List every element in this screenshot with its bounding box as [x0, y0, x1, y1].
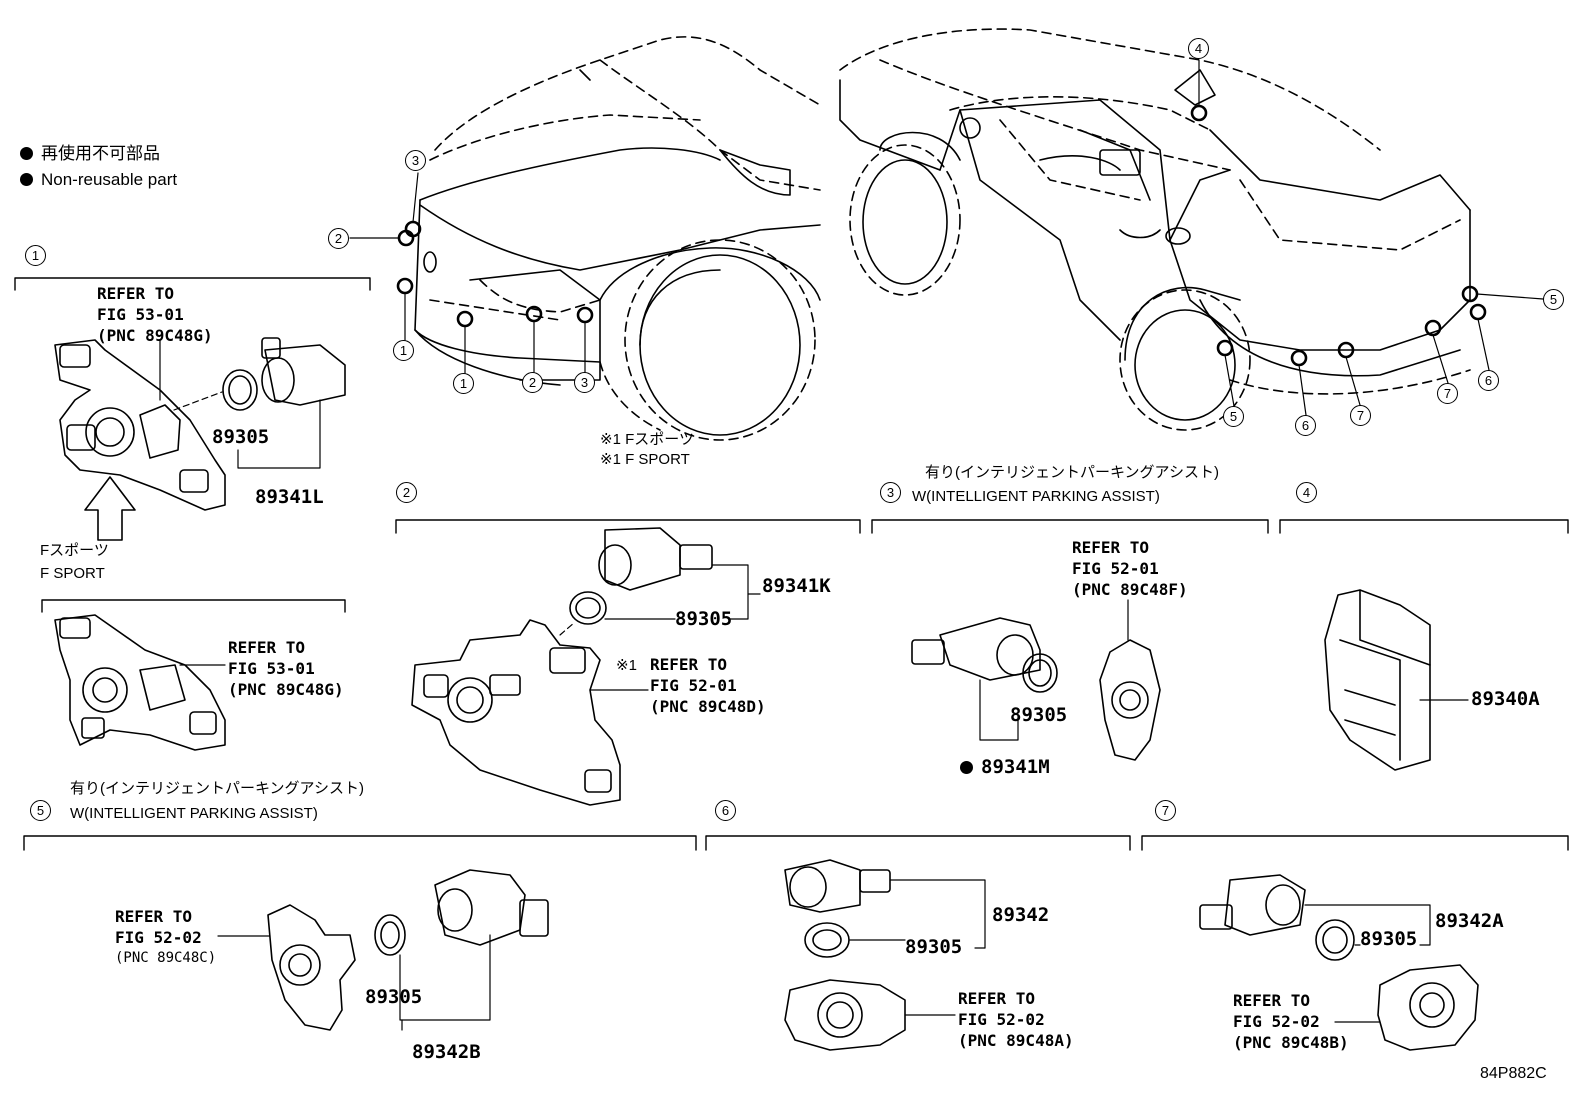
section-2-refer: REFER TO FIG 52-01 (PNC 89C48D) [650, 655, 766, 716]
legend-reuse-en: Non-reusable part [20, 171, 177, 188]
rear-callout-4: 4 [1188, 38, 1209, 59]
non-reusable-dot-icon [960, 761, 973, 774]
section3-leaders [979, 599, 1129, 741]
part-number-89342B: 89342B [412, 1041, 481, 1063]
section-3-title-en: W(INTELLIGENT PARKING ASSIST) [912, 488, 1160, 505]
legend-reuse-jp: 再使用不可部品 [20, 145, 160, 162]
section-1-refer: REFER TO FIG 53-01 (PNC 89C48G) [97, 284, 213, 345]
section6-bezel-part [784, 979, 906, 1051]
front-callout-leaders [349, 172, 586, 374]
section1-bracket-part [54, 339, 226, 511]
section-4-number: 4 [1296, 482, 1317, 503]
front-callout-1: 1 [453, 373, 474, 394]
diagram-code: 84P882C [1480, 1065, 1547, 1082]
fsport-label-jp: Fスポーツ [40, 542, 109, 559]
section7-sensor-part [1199, 874, 1355, 961]
section5-leaders [217, 934, 491, 1031]
rear-sensor-markers [1190, 104, 1487, 367]
section-brackets [14, 277, 1569, 851]
rear-callout-7: 7 [1350, 405, 1371, 426]
part-number-89341M: 89341M [960, 758, 1050, 777]
section-2-ref-prefix: ※1 [616, 657, 637, 674]
non-reusable-dot-icon [20, 147, 33, 160]
section2-sensor-part [569, 527, 713, 625]
front-callout-2: 2 [328, 228, 349, 249]
rear-callout-5: 5 [1543, 289, 1564, 310]
section-1-fsport-refer: REFER TO FIG 53-01 (PNC 89C48G) [228, 638, 344, 699]
section-5-number: 5 [30, 800, 51, 821]
part-number-89340A: 89340A [1471, 688, 1540, 710]
rear-callout-7: 7 [1437, 383, 1458, 404]
section-6-number: 6 [715, 800, 736, 821]
section-5-title-en: W(INTELLIGENT PARKING ASSIST) [70, 805, 318, 822]
part-number-89305: 89305 [675, 608, 733, 630]
section5-sensor-part [374, 869, 549, 956]
section7-bezel-part [1377, 964, 1479, 1051]
section-1-number: 1 [25, 245, 46, 266]
front-callout-3: 3 [405, 150, 426, 171]
section-7-refer: REFER TO FIG 52-02 (PNC 89C48B) [1233, 991, 1349, 1052]
rear-callout-6: 6 [1478, 370, 1499, 391]
part-number-89305: 89305 [1010, 704, 1068, 726]
section7-leaders [1304, 904, 1431, 1023]
sport-note-jp: ※1 Fスポーツ [600, 431, 694, 448]
section4-ecu-part [1324, 589, 1469, 771]
section6-sensor-part [784, 859, 891, 958]
section-5-title-jp: 有り(インテリジェントパーキングアシスト) [70, 780, 364, 797]
part-number-89305: 89305 [905, 936, 963, 958]
fsport-arrow-icon [84, 476, 136, 541]
non-reusable-dot-icon [20, 173, 33, 186]
rear-callout-5: 5 [1223, 406, 1244, 427]
section5-bezel-part [267, 904, 356, 1031]
section-6-refer: REFER TO FIG 52-02 (PNC 89C48A) [958, 989, 1074, 1050]
part-number-89341L: 89341L [255, 486, 324, 508]
front-callout-2: 2 [522, 372, 543, 393]
section2-bracket-part [411, 619, 621, 806]
section3-sensor-part [911, 617, 1058, 693]
section-5-refer: REFER TO FIG 52-02 (PNC 89C48C) [115, 907, 217, 966]
front-vehicle-illustration [414, 36, 821, 441]
sport-note-en: ※1 F SPORT [600, 451, 690, 468]
section1-leaders [159, 339, 321, 469]
part-number-89305: 89305 [1360, 928, 1418, 950]
section-3-title-jp: 有り(インテリジェントパーキングアシスト) [925, 464, 1219, 481]
section6-leaders [849, 879, 986, 1016]
rear-vehicle-illustration [839, 28, 1471, 431]
section-3-number: 3 [880, 482, 901, 503]
section2-leaders [559, 564, 761, 691]
part-number-89342: 89342 [992, 904, 1050, 926]
rear-callout-6: 6 [1295, 415, 1316, 436]
part-number-89305: 89305 [365, 986, 423, 1008]
part-number-89305: 89305 [212, 426, 270, 448]
section-2-number: 2 [396, 482, 417, 503]
section-7-number: 7 [1155, 800, 1176, 821]
part-number-89341K: 89341K [762, 575, 831, 597]
section3-bezel-part [1099, 639, 1161, 761]
part-number-89342A: 89342A [1435, 910, 1504, 932]
front-callout-3: 3 [574, 372, 595, 393]
fsport-label-en: F SPORT [40, 565, 105, 582]
front-callout-1: 1 [393, 340, 414, 361]
section1-sensor-part [222, 337, 346, 411]
section-3-refer: REFER TO FIG 52-01 (PNC 89C48F) [1072, 538, 1188, 599]
rear-callout-leaders [1198, 59, 1544, 416]
section1-fsport-bracket-part [54, 614, 226, 751]
